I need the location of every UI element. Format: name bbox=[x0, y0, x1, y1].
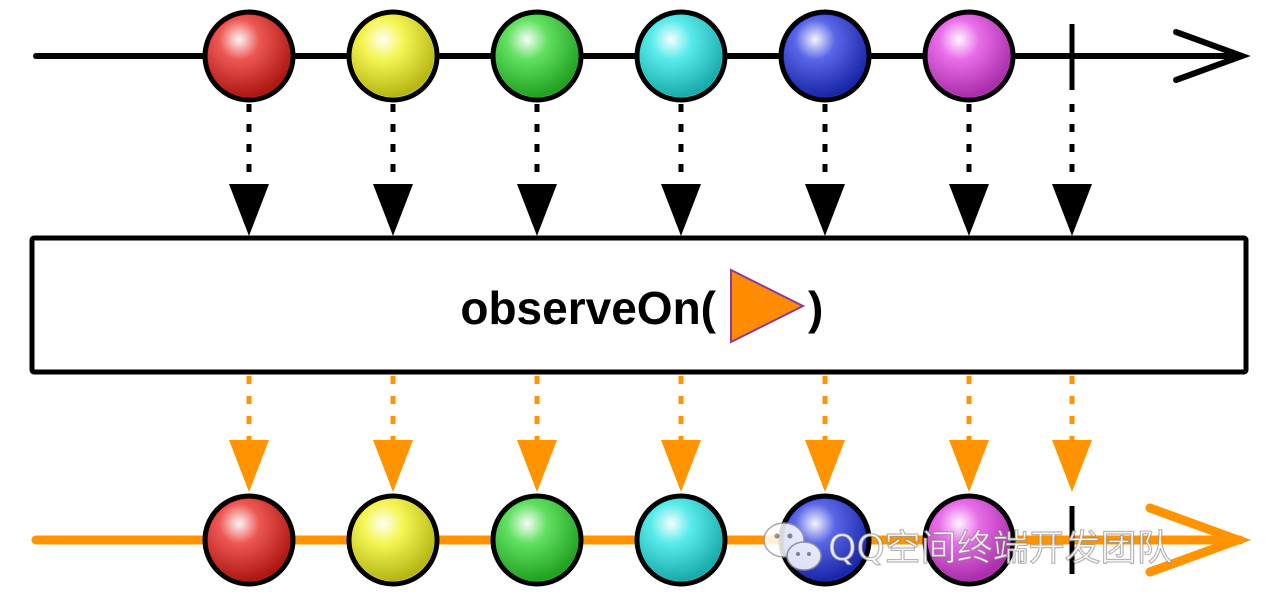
source-marble-green bbox=[490, 9, 584, 103]
input-arrow-6 bbox=[949, 104, 989, 236]
output-arrow-1 bbox=[229, 376, 269, 492]
output-marble-green bbox=[490, 493, 584, 587]
output-arrowhead bbox=[1145, 503, 1252, 577]
output-arrow-6 bbox=[949, 376, 989, 492]
output-marble-magenta bbox=[922, 493, 1016, 587]
input-arrows bbox=[229, 104, 1092, 236]
output-marble-cyan bbox=[634, 493, 728, 587]
watermark-text: QQ空间终端开发团队 bbox=[828, 528, 1173, 569]
operator-label: observeOn( bbox=[460, 282, 716, 334]
input-arrow-3 bbox=[517, 104, 557, 236]
output-arrows bbox=[229, 376, 1092, 492]
scheduler-triangle-icon bbox=[730, 268, 806, 344]
input-arrow-4 bbox=[661, 104, 701, 236]
output-marble-yellow bbox=[346, 493, 440, 587]
input-arrow-1 bbox=[229, 104, 269, 236]
output-marble-red bbox=[202, 493, 296, 587]
source-marble-cyan bbox=[634, 9, 728, 103]
output-arrow-3 bbox=[517, 376, 557, 492]
output-arrow-4 bbox=[661, 376, 701, 492]
wechat-icon bbox=[763, 522, 822, 571]
watermark: QQ空间终端开发团队 bbox=[763, 522, 1173, 571]
source-marble-yellow bbox=[346, 9, 440, 103]
input-arrow-7 bbox=[1052, 104, 1092, 236]
input-arrow-5 bbox=[805, 104, 845, 236]
source-marbles bbox=[202, 9, 1016, 103]
output-arrow-5 bbox=[805, 376, 845, 492]
source-marble-magenta bbox=[922, 9, 1016, 103]
input-arrow-2 bbox=[373, 104, 413, 236]
operator-close-paren: ) bbox=[808, 282, 823, 334]
output-marbles bbox=[202, 493, 1016, 587]
source-marble-red bbox=[202, 9, 296, 103]
output-arrow-2 bbox=[373, 376, 413, 492]
source-arrowhead bbox=[1173, 29, 1251, 83]
output-arrow-7 bbox=[1052, 376, 1092, 492]
operator-box-rect bbox=[29, 235, 1249, 375]
source-marble-blue bbox=[778, 9, 872, 103]
operator-box: observeOn( ) bbox=[29, 235, 1249, 375]
